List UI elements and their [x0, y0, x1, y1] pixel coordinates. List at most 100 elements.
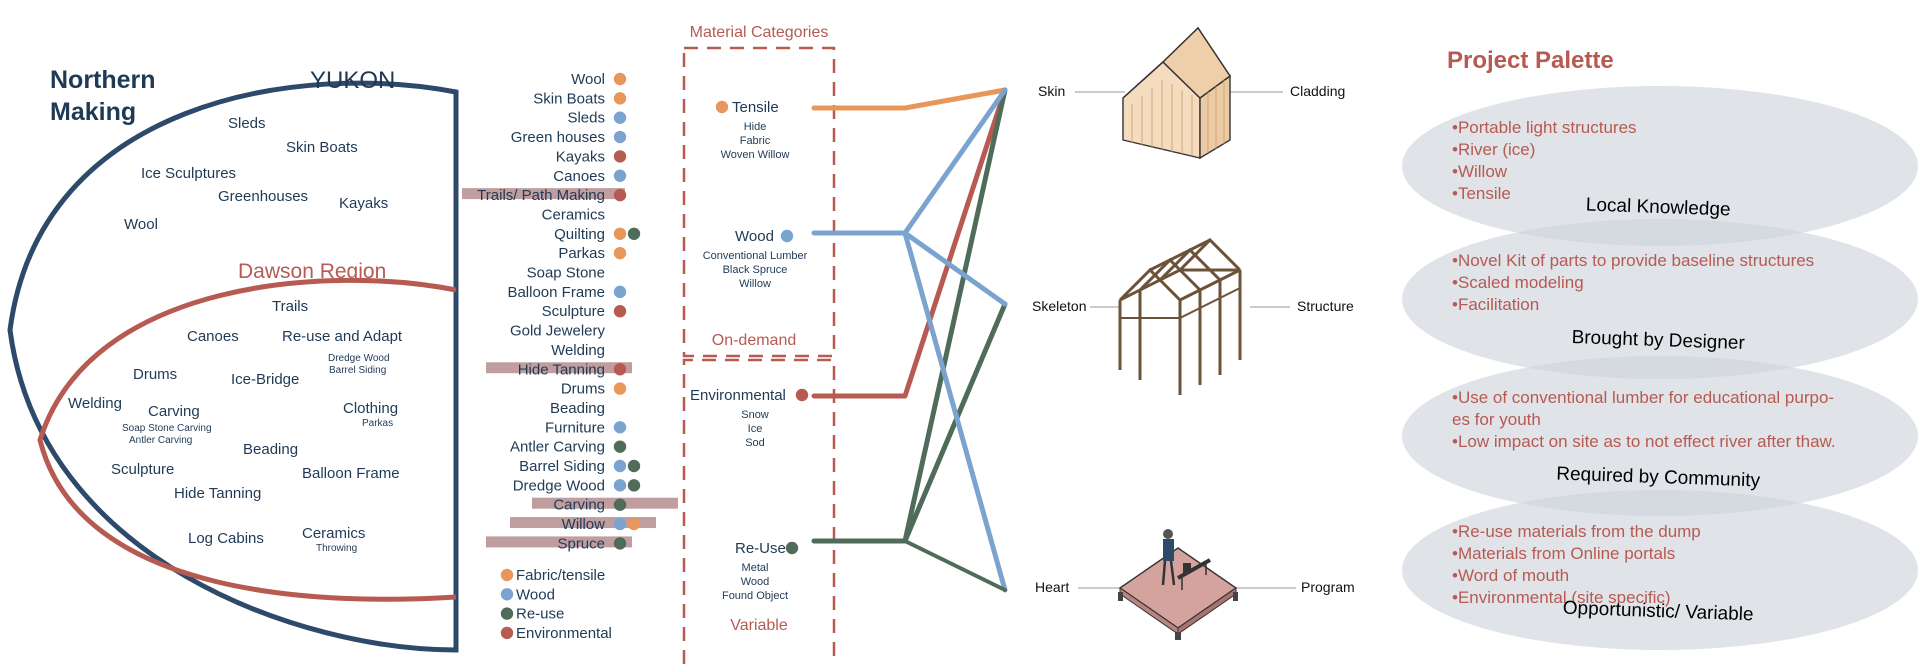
palette-item: •Willow — [1452, 162, 1508, 181]
material-label: Trails/ Path Making — [477, 187, 605, 204]
dawson-item: Hide Tanning — [174, 485, 261, 502]
yukon-item: Wool — [124, 216, 158, 233]
category-label: Re-Use — [735, 540, 786, 557]
palette-ellipse — [1402, 86, 1918, 246]
dawson-item: Dredge Wood — [328, 353, 390, 364]
ondemand-box — [682, 46, 836, 358]
category-sub: Found Object — [722, 590, 788, 602]
legend-dot-env — [500, 626, 514, 640]
palette-item: •Scaled modeling — [1452, 273, 1584, 292]
environmental-connector — [811, 87, 1008, 399]
palette-item: •Use of conventional lumber for educatio… — [1452, 388, 1834, 407]
palette-group: •Use of conventional lumber for educatio… — [1402, 356, 1918, 516]
material-dot-wood — [613, 130, 627, 144]
legend-label: Re-use — [516, 606, 564, 623]
dawson-item: Ice-Bridge — [231, 371, 299, 388]
project-palette-title: Project Palette — [1447, 47, 1614, 74]
palette-ellipse — [1402, 356, 1918, 516]
dawson-item: Ceramics — [302, 525, 365, 542]
material-categories: Material Categories On-demand Variable T… — [682, 24, 836, 664]
palette-item: •Materials from Online portals — [1452, 544, 1675, 563]
palette-item: es for youth — [1452, 410, 1541, 429]
platform-person-icon — [1118, 529, 1238, 640]
material-dot-wood — [613, 111, 627, 124]
category-dot — [795, 388, 809, 402]
material-label: Quilting — [554, 226, 605, 243]
dawson-item: Soap Stone Carving — [122, 423, 212, 434]
category-sub: Conventional Lumber — [703, 250, 808, 262]
ondemand-label: On-demand — [712, 332, 797, 349]
variable-label: Variable — [730, 617, 788, 634]
category-sub: Metal — [742, 562, 769, 574]
material-categories-header: Material Categories — [690, 24, 829, 41]
material-row: Dredge Wood — [513, 477, 641, 494]
layer-right-label: Program — [1301, 579, 1355, 595]
dawson-item: Barrel Siding — [329, 365, 386, 376]
yukon-item: Ice Sculptures — [141, 165, 236, 182]
material-dot-reuse — [613, 440, 627, 453]
layer-right-label: Cladding — [1290, 83, 1345, 99]
material-row: Sculpture — [542, 303, 627, 320]
dawson-item: Canoes — [187, 328, 239, 345]
category-dot — [785, 541, 799, 555]
material-dot-wood — [613, 285, 627, 299]
material-highlight-bar — [462, 188, 625, 200]
material-label: Beading — [550, 400, 605, 417]
material-label: Skin Boats — [533, 90, 605, 107]
material-dot-tensile — [613, 92, 627, 105]
material-label: Dredge Wood — [513, 477, 605, 494]
legend-label: Fabric/tensile — [516, 567, 605, 584]
palette-item: •Portable light structures — [1452, 118, 1637, 137]
material-row: Green houses — [511, 129, 627, 146]
material-label: Spruce — [557, 535, 605, 552]
category-sub: Black Spruce — [723, 264, 788, 276]
material-row: Hide Tanning — [486, 361, 632, 378]
dawson-item: Sculpture — [111, 461, 174, 478]
wood-connector-program — [902, 230, 1008, 593]
material-label: Balloon Frame — [507, 284, 605, 301]
material-dot-tensile — [613, 227, 627, 240]
palette-item: •Novel Kit of parts to provide baseline … — [1452, 251, 1814, 270]
yukon-label: YUKON — [310, 67, 395, 94]
material-label: Willow — [562, 516, 605, 533]
material-label: Kayaks — [556, 148, 605, 165]
material-dot-wood — [613, 421, 627, 434]
palette-item: •Facilitation — [1452, 295, 1539, 314]
material-label: Barrel Siding — [519, 458, 605, 475]
material-highlight-bar — [486, 536, 632, 548]
palette-item: •Word of mouth — [1452, 566, 1569, 585]
project-palette: Project Palette •Portable light structur… — [1402, 47, 1918, 650]
palette-group: •Re-use materials from the dump•Material… — [1402, 490, 1918, 650]
connector-lines — [811, 87, 1008, 593]
dawson-item: Clothing — [343, 400, 398, 417]
material-dot-env — [613, 305, 627, 318]
material-label: Antler Carving — [510, 439, 605, 456]
dawson-item: Re-use and Adapt — [282, 328, 403, 345]
material-highlight-bar — [510, 517, 656, 529]
material-row: Kayaks — [556, 148, 627, 165]
material-highlight-bar — [486, 362, 632, 374]
material-row: Quilting — [554, 226, 641, 243]
material-label: Gold Jewelery — [510, 323, 606, 340]
category-label: Environmental — [690, 387, 786, 404]
material-label: Hide Tanning — [518, 361, 605, 378]
material-dot-reuse — [613, 537, 627, 550]
material-dot-tensile — [613, 72, 627, 86]
material-label: Parkas — [558, 245, 605, 262]
material-row: Antler Carving — [510, 439, 627, 456]
northern-making-section: Northern Making YUKON Dawson Region Sled… — [7, 66, 459, 653]
yukon-item: Greenhouses — [218, 188, 308, 205]
palette-ellipse — [1402, 219, 1918, 379]
palette-item: •Environmental (site specific) — [1452, 588, 1671, 607]
material-dot-tensile — [627, 517, 641, 531]
material-dot-wood — [613, 517, 627, 531]
material-dot-wood — [613, 459, 627, 473]
dawson-item: Trails — [272, 298, 308, 315]
material-row: Soap Stone — [527, 265, 605, 282]
dawson-item: Balloon Frame — [302, 465, 400, 482]
